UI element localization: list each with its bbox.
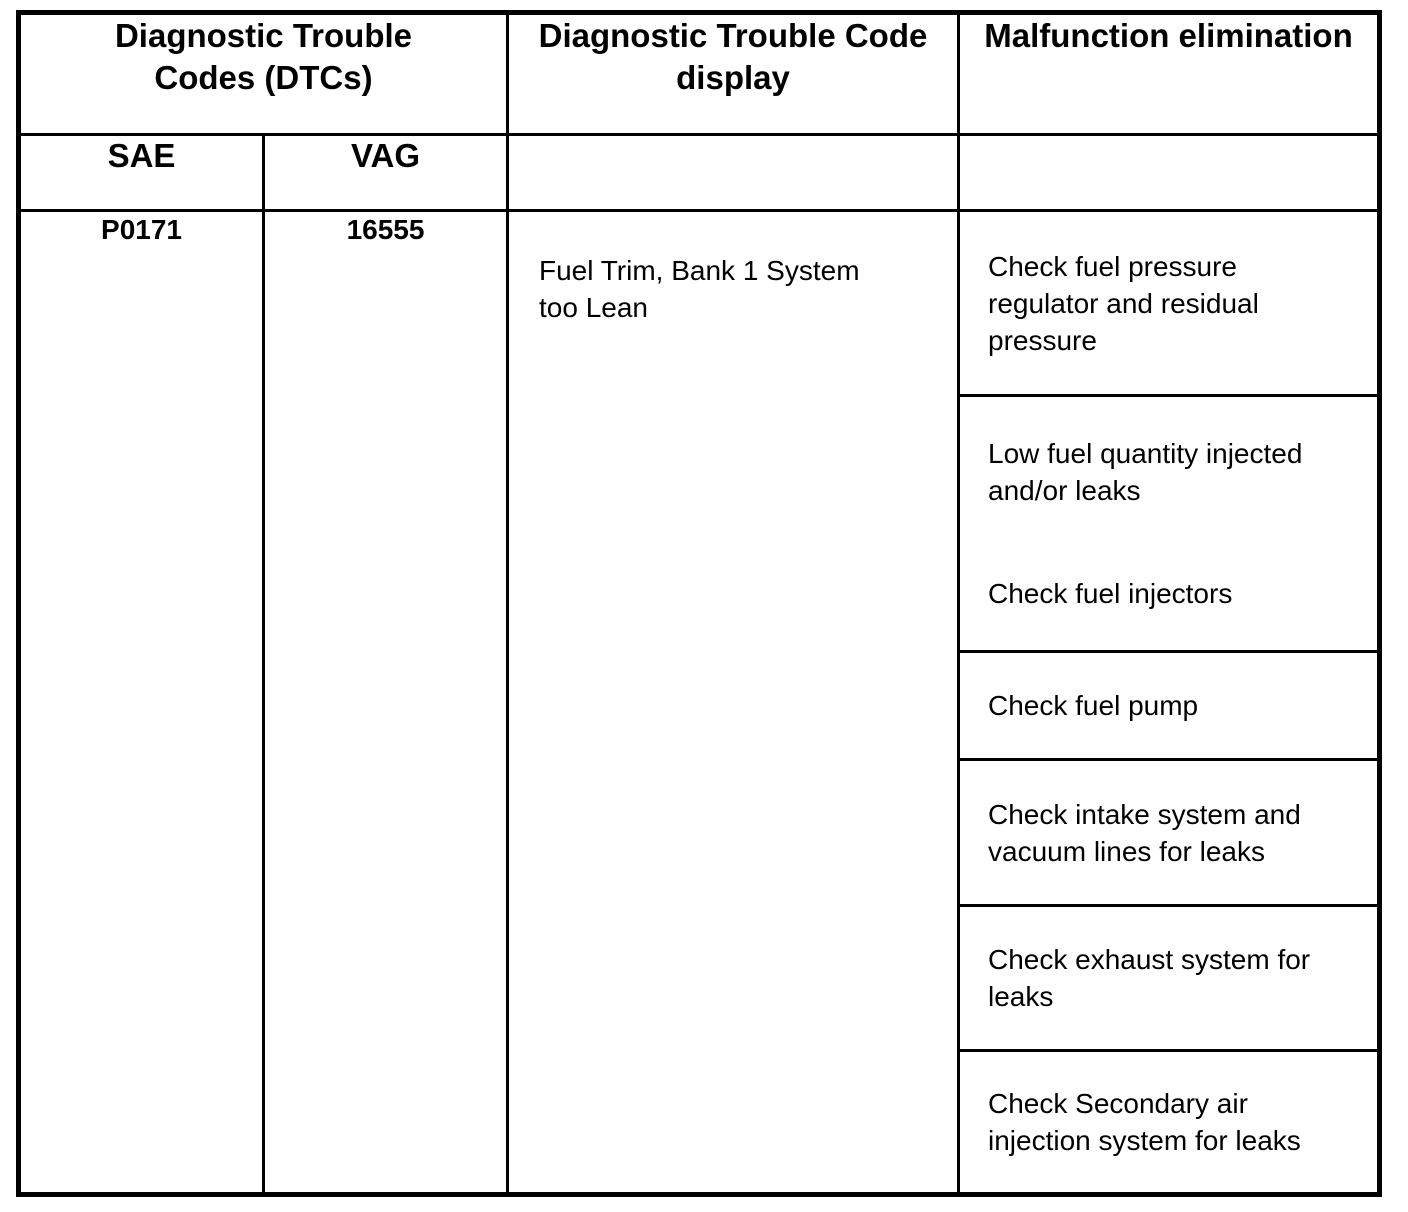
elimination-step-text: Low fuel quantity injected and/or leaks	[988, 438, 1303, 506]
header-row-primary: Diagnostic Trouble Codes (DTCs) Diagnost…	[17, 11, 1381, 136]
dtc-display-text: Fuel Trim, Bank 1 System too Lean	[539, 255, 860, 323]
dtc-codes-header-label: Diagnostic Trouble Codes (DTCs)	[114, 17, 413, 96]
elimination-step: Check Secondary air injection system for…	[961, 1049, 1377, 1192]
elimination-step-text: Check Secondary air injection system for…	[988, 1088, 1301, 1156]
header-row-secondary: SAE VAG	[17, 133, 1381, 212]
elimination-step: Check fuel pressure regulator and residu…	[962, 214, 1377, 395]
vag-subheader-cell: VAG	[262, 133, 509, 212]
display-subheader-empty-cell	[506, 133, 960, 212]
elimination-step-text: Check intake system and vacuum lines for…	[988, 798, 1301, 867]
elimination-step-text: Check exhaust system for leaks	[988, 944, 1311, 1012]
dtc-table: Diagnostic Trouble Codes (DTCs) Diagnost…	[16, 10, 1382, 1197]
elimination-step: Check intake system and vacuum lines for…	[961, 758, 1377, 904]
dtc-display-cell: Fuel Trim, Bank 1 System too Lean	[506, 209, 960, 1196]
malfunction-elimination-header-cell: Malfunction elimination	[957, 11, 1381, 136]
sae-code-cell: P0171	[17, 209, 265, 1196]
elimination-steps-stack: Check fuel pressure regulator and residu…	[961, 214, 1377, 1192]
dtc-data-row: P0171 16555 Fuel Trim, Bank 1 System too…	[17, 209, 1381, 1196]
dtc-display-header-label: Diagnostic Trouble Code display	[538, 17, 928, 96]
malfunction-elimination-cell: Check fuel pressure regulator and residu…	[957, 209, 1381, 1196]
elimination-step: Check exhaust system for leaks	[961, 904, 1377, 1049]
elimination-step-text: Check fuel injectors	[988, 578, 1233, 609]
elimination-step-text: Check fuel pump	[988, 690, 1199, 721]
dtc-codes-header-cell: Diagnostic Trouble Codes (DTCs)	[17, 11, 509, 136]
elimination-step-text: Check fuel pressure regulator and residu…	[988, 250, 1259, 356]
malfunction-elimination-header-label: Malfunction elimination	[984, 17, 1353, 54]
sae-subheader-cell: SAE	[17, 133, 265, 212]
elimination-subheader-empty-cell	[957, 133, 1381, 212]
vag-code-cell: 16555	[262, 209, 509, 1196]
elimination-step: Low fuel quantity injected and/or leaks …	[961, 394, 1377, 650]
elimination-step: Check fuel pump	[961, 650, 1377, 758]
dtc-display-header-cell: Diagnostic Trouble Code display	[506, 11, 960, 136]
